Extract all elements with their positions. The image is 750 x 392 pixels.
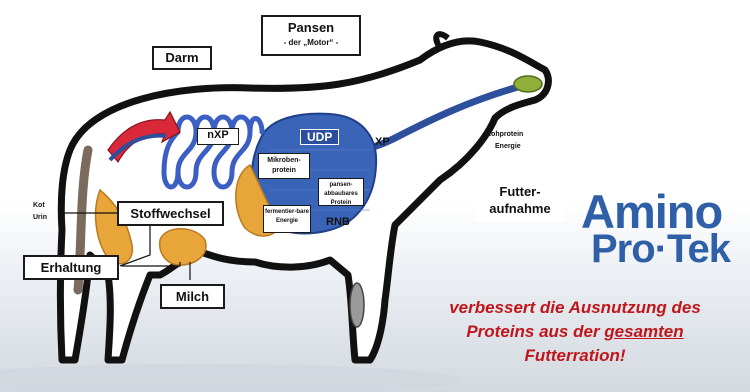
nxp-label: nXP <box>207 129 228 141</box>
xp-label: XP <box>375 136 390 148</box>
pansen-subtitle: - der „Motor“ - <box>263 36 359 50</box>
slogan-line2-prefix: Proteins aus der <box>466 322 604 341</box>
pansen-label-box: Pansen - der „Motor“ - <box>261 15 361 56</box>
erhaltung-label: Erhaltung <box>41 260 102 275</box>
pansenabbaubares-label: pansen-abbaubares Protein <box>324 182 358 206</box>
kot-label: Kot <box>33 202 45 209</box>
logo-protek: Pro·Tek <box>591 228 730 270</box>
darm-label-box: Darm <box>152 46 212 70</box>
ground-shadow <box>0 364 460 392</box>
rohprotein-label: Rohprotein <box>486 131 523 138</box>
rnb-label: RNB <box>326 216 350 228</box>
mikrobenprotein-box: Mikroben-protein <box>258 153 310 179</box>
mikrobenprotein-label: Mikroben-protein <box>267 157 300 174</box>
fermentierbare-box: fermentier-bare Energie <box>263 205 311 233</box>
muzzle-shape <box>514 76 542 92</box>
slogan-line1: verbessert die Ausnutzung des <box>400 296 750 320</box>
slogan: verbessert die Ausnutzung des Proteins a… <box>400 296 750 368</box>
erhaltung-box: Erhaltung <box>23 255 119 280</box>
energie-label: Energie <box>495 143 521 150</box>
stoffwechsel-label: Stoffwechsel <box>130 206 210 221</box>
stoffwechsel-box: Stoffwechsel <box>117 201 224 226</box>
udp-label: UDP <box>300 129 339 145</box>
urin-label: Urin <box>33 214 47 221</box>
slogan-line2: Proteins aus der gesamten <box>400 320 750 344</box>
pansenabbaubares-box: pansen-abbaubares Protein <box>318 178 364 206</box>
leg-bone <box>350 283 364 327</box>
futteraufnahme-line1: Futter- <box>477 183 563 200</box>
slogan-line3: Futterration! <box>400 344 750 368</box>
futteraufnahme-line2: aufnahme <box>477 200 563 217</box>
nxp-label-box: nXP <box>197 128 239 145</box>
darm-label: Darm <box>165 50 198 65</box>
fermentierbare-label: fermentier-bare Energie <box>265 209 309 224</box>
futteraufnahme-box: Futter- aufnahme <box>475 178 565 222</box>
udder-shape <box>160 229 206 265</box>
milch-label: Milch <box>176 289 209 304</box>
slogan-line2-underlined: gesamten <box>604 322 683 341</box>
milch-box: Milch <box>160 284 225 309</box>
pansen-title: Pansen <box>263 19 359 36</box>
